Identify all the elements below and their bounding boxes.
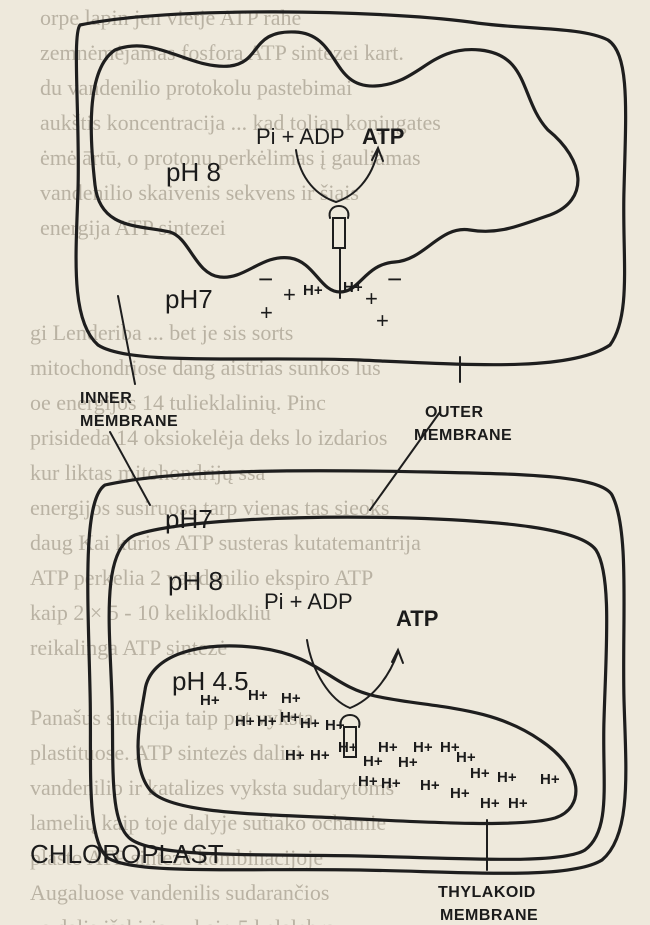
top-charge-pos-1: + (283, 282, 296, 307)
atp-synthase-top (296, 148, 383, 298)
top-charge-neg-2: − (387, 264, 402, 294)
lumen-proton: H+ (420, 777, 440, 794)
synthase-stalk-top (333, 218, 345, 248)
lumen-proton: H+ (508, 795, 528, 812)
lumen-proton: H+ (398, 754, 418, 771)
lumen-proton: H+ (300, 715, 320, 732)
lumen-proton: H+ (480, 795, 500, 812)
lumen-proton: H+ (257, 713, 277, 730)
outer-membrane-label-2: MEMBRANE (414, 427, 512, 444)
bottom-pi-adp-label: Pi + ADP (264, 589, 353, 614)
lumen-proton: H+ (540, 771, 560, 788)
lumen-proton: H+ (310, 747, 330, 764)
lumen-proton: H+ (280, 709, 300, 726)
cross-line-1 (110, 432, 150, 505)
top-charge-pos-2: + (260, 300, 273, 325)
chloroplast-label: CHLOROPLAST (30, 839, 224, 869)
inner-membrane-label-1: INNER (80, 390, 132, 407)
top-pi-adp-label: Pi + ADP (256, 124, 345, 149)
reaction-arrow-top (296, 150, 378, 202)
lumen-proton: H+ (200, 692, 220, 709)
thylakoid-membrane-label-2: MEMBRANE (440, 907, 538, 924)
thylakoid-membrane-label-1: THYLAKOID (438, 884, 536, 901)
inner-membrane-label-2: MEMBRANE (80, 413, 178, 430)
top-atp-label: ATP (362, 124, 404, 149)
lumen-proton: H+ (325, 717, 345, 734)
lumen-proton: H+ (248, 687, 268, 704)
lumen-proton: H+ (358, 773, 378, 790)
top-ph-outer-label: pH 8 (166, 157, 221, 187)
lumen-proton: H+ (235, 713, 255, 730)
top-proton-2: H+ (343, 279, 363, 296)
top-charge-neg-1: − (258, 264, 273, 294)
top-charge-pos-4: + (376, 308, 389, 333)
lumen-proton: H+ (285, 747, 305, 764)
lumen-proton: H+ (378, 739, 398, 756)
inner-membrane-leader (118, 296, 135, 384)
bottom-ph-outer-label: pH7 (165, 504, 213, 534)
bottom-ph-stroma-label: pH 8 (168, 566, 223, 596)
lumen-proton: H+ (281, 690, 301, 707)
synthase-head-top (330, 206, 349, 218)
top-proton-1: H+ (303, 282, 323, 299)
bottom-atp-label: ATP (396, 606, 438, 631)
lumen-proton: H+ (470, 765, 490, 782)
lumen-proton: H+ (497, 769, 517, 786)
outer-membrane-mitochondrion (76, 12, 626, 365)
inner-membrane-mitochondrion (91, 32, 578, 292)
outer-membrane-label-1: OUTER (425, 404, 484, 421)
top-ph-inner-label: pH7 (165, 284, 213, 314)
lumen-proton: H+ (381, 775, 401, 792)
lumen-protons: H+H+H+H+H+H+H+H+H+H+H+H+H+H+H+H+H+H+H+H+… (200, 687, 560, 812)
lumen-proton: H+ (413, 739, 433, 756)
lumen-proton: H+ (450, 785, 470, 802)
lumen-proton: H+ (456, 749, 476, 766)
lumen-proton: H+ (338, 739, 358, 756)
